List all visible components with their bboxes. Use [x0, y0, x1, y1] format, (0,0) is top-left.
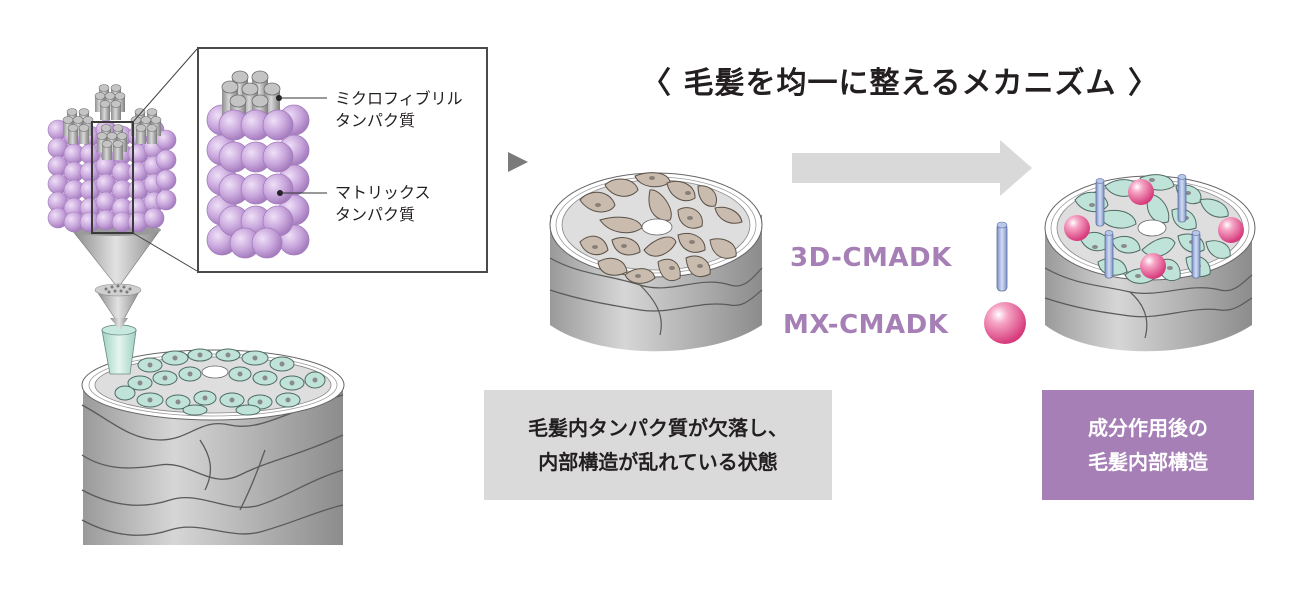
- compound-label-3d-cmadk: 3D-CMADK: [790, 243, 952, 273]
- blue-rod-icon: [996, 221, 1008, 292]
- pointer-triangle-icon: [508, 152, 528, 172]
- caption-after-text: 成分作用後の 毛髪内部構造: [1088, 416, 1208, 474]
- compound-label-mx-cmadk: MX-CMADK: [783, 310, 949, 340]
- page-title: 〈 毛髪を均一に整えるメカニズム 〉: [641, 66, 1159, 101]
- inset-enlarged-fibril: [206, 70, 327, 259]
- damaged-hair-section-illustration: [549, 172, 763, 352]
- microfibril-protein-label: ミクロフィブリル タンパク質: [335, 89, 463, 130]
- caption-before: 毛髪内タンパク質が欠落し、 内部構造が乱れている状態: [484, 390, 832, 500]
- inset-frame: [197, 47, 488, 273]
- repaired-hair-section-illustration: [1044, 174, 1256, 352]
- zoom-selection-frame: [91, 121, 134, 234]
- transition-arrow-icon: [792, 140, 1032, 196]
- caption-after: 成分作用後の 毛髪内部構造: [1042, 390, 1254, 500]
- hair-cross-section-illustration: [81, 318, 345, 545]
- caption-before-text: 毛髪内タンパク質が欠落し、 内部構造が乱れている状態: [528, 416, 788, 474]
- pink-sphere-icon: [984, 302, 1026, 344]
- matrix-protein-label: マトリックス タンパク質: [335, 183, 431, 224]
